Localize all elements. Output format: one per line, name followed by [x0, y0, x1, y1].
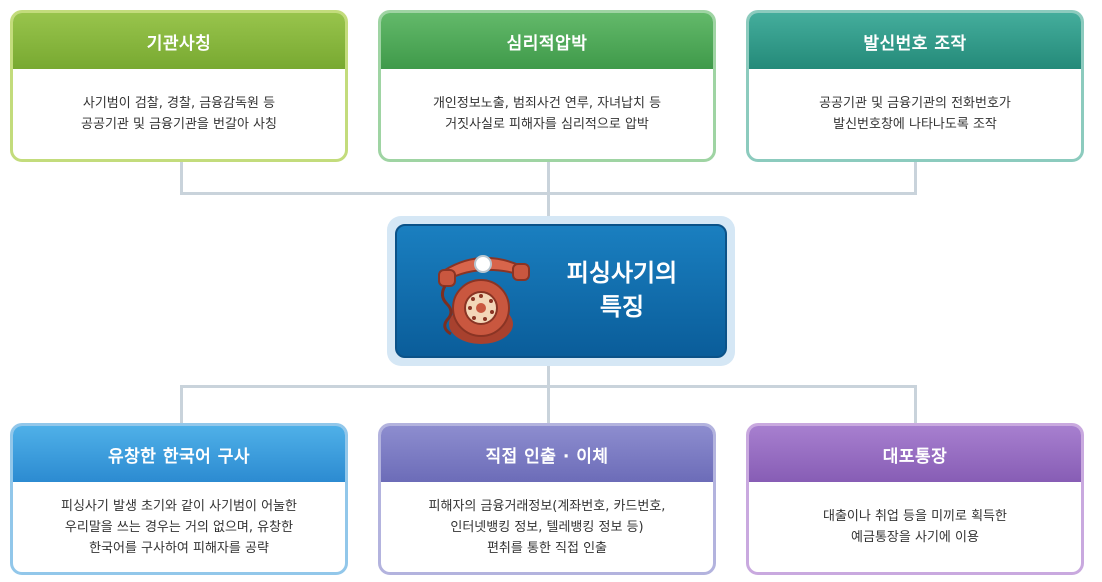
- center-node: 피싱사기의 특징: [387, 216, 735, 366]
- card-title: 직접 인출 · 이체: [381, 426, 713, 482]
- card-title: 심리적압박: [381, 13, 713, 69]
- card-caller-id-spoofing: 발신번호 조작 공공기관 및 금융기관의 전화번호가 발신번호창에 나타나도록 …: [746, 10, 1084, 162]
- connector-top-left: [180, 160, 183, 195]
- connector-top-right: [914, 160, 917, 195]
- connector-top-mid: [547, 160, 550, 218]
- card-title: 기관사칭: [13, 13, 345, 69]
- card-burner-account: 대포통장 대출이나 취업 등을 미끼로 획득한 예금통장을 사기에 이용: [746, 423, 1084, 575]
- card-psychological-pressure: 심리적압박 개인정보노출, 범죄사건 연루, 자녀납치 등 거짓사실로 피해자를…: [378, 10, 716, 162]
- card-title: 대포통장: [749, 426, 1081, 482]
- connector-bottom-right: [914, 385, 917, 425]
- card-description: 개인정보노출, 범죄사건 연루, 자녀납치 등 거짓사실로 피해자를 심리적으로…: [432, 96, 662, 132]
- card-description: 피싱사기 발생 초기와 같이 사기범이 어눌한 우리말을 쓰는 경우는 거의 없…: [61, 498, 297, 556]
- card-impersonation: 기관사칭 사기범이 검찰, 경찰, 금융감독원 등 공공기관 및 금융기관을 번…: [10, 10, 348, 162]
- card-description: 피해자의 금융거래정보(계좌번호, 카드번호, 인터넷뱅킹 정보, 텔레뱅킹 정…: [428, 498, 666, 556]
- card-title: 발신번호 조작: [749, 13, 1081, 69]
- center-title: 피싱사기의 특징: [566, 259, 678, 321]
- connector-bottom-mid: [547, 364, 550, 425]
- telephone-icon: [438, 255, 530, 344]
- card-title: 유창한 한국어 구사: [13, 426, 345, 482]
- card-description: 사기범이 검찰, 경찰, 금융감독원 등 공공기관 및 금융기관을 번갈아 사칭: [81, 96, 277, 132]
- connector-bottom-left: [180, 385, 183, 425]
- card-direct-withdrawal: 직접 인출 · 이체 피해자의 금융거래정보(계좌번호, 카드번호, 인터넷뱅킹…: [378, 423, 716, 575]
- card-description: 공공기관 및 금융기관의 전화번호가 발신번호창에 나타나도록 조작: [819, 96, 1011, 132]
- card-description: 대출이나 취업 등을 미끼로 획득한 예금통장을 사기에 이용: [823, 509, 1007, 545]
- card-fluent-korean: 유창한 한국어 구사 피싱사기 발생 초기와 같이 사기범이 어눌한 우리말을 …: [10, 423, 348, 575]
